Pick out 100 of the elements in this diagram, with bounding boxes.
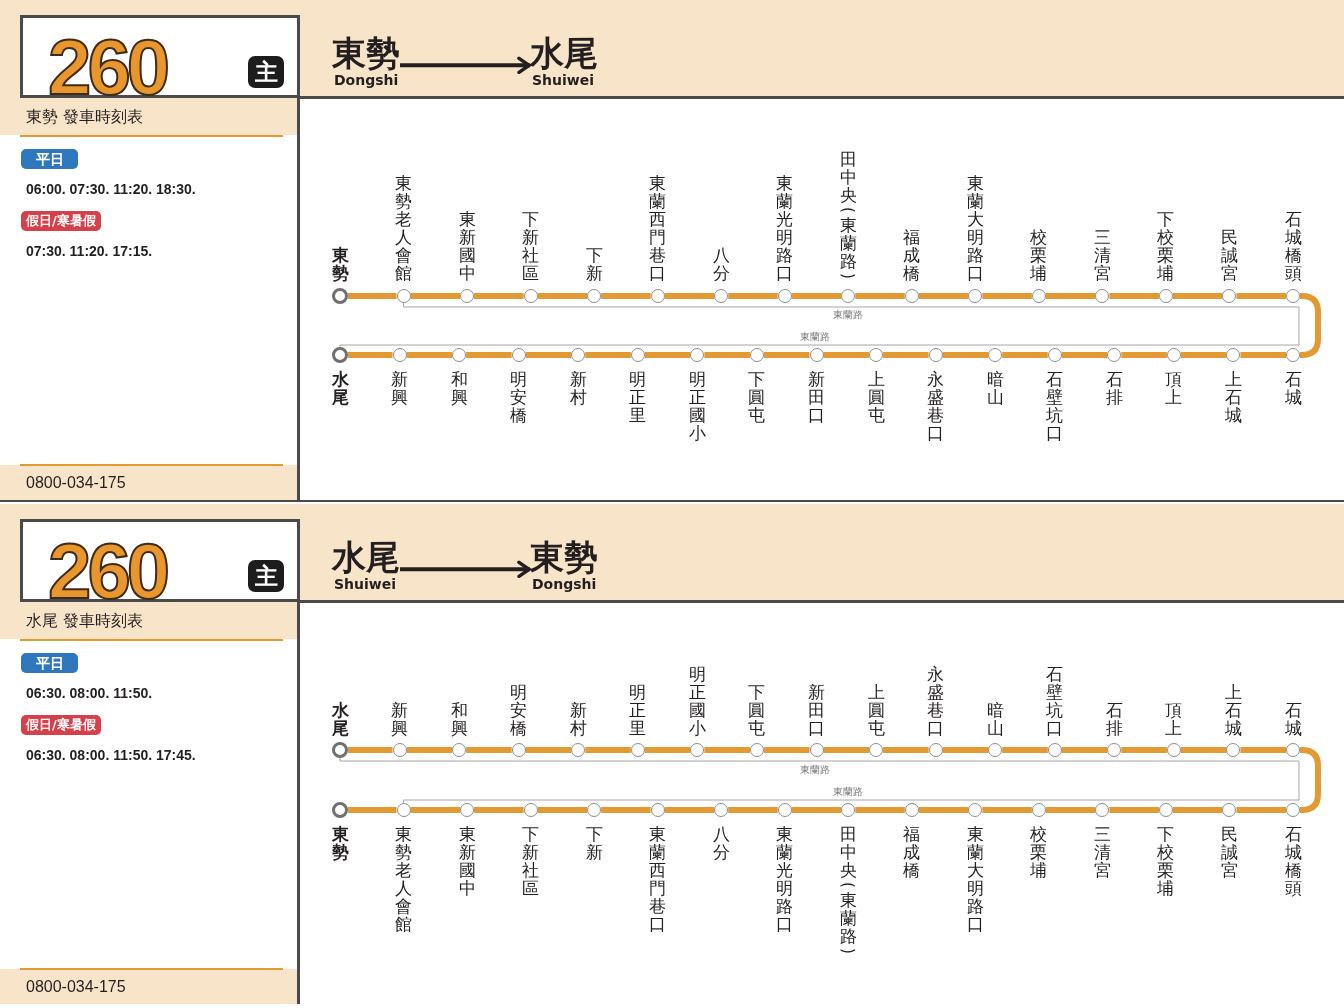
road-name: 東蘭路 <box>800 764 830 776</box>
route-line <box>1121 352 1167 358</box>
stop-name: 上圓屯 <box>866 683 886 737</box>
stop-name: 東蘭光明路口 <box>775 174 795 282</box>
route-line <box>855 293 905 299</box>
route-line <box>883 352 929 358</box>
stop-marker <box>650 289 665 303</box>
route-line <box>855 807 905 813</box>
stop-name: 東勢 <box>330 246 350 282</box>
stop-name: 石城 <box>1283 701 1303 737</box>
stop-name: 水尾 <box>330 370 350 406</box>
stop-marker <box>1226 348 1241 362</box>
route-line <box>537 807 588 813</box>
stop-marker <box>714 803 729 817</box>
stop-name: 新興 <box>390 701 410 737</box>
stop-marker <box>841 289 856 303</box>
stop-name: 新村 <box>568 370 588 406</box>
day-type-tag: 假日/寒暑假 <box>21 715 101 735</box>
route-line <box>410 807 461 813</box>
route-line <box>474 807 524 813</box>
stop-name: 八分 <box>711 825 731 861</box>
route-line <box>406 747 453 753</box>
route-line <box>1299 747 1321 813</box>
stop-marker <box>396 289 411 303</box>
stop-name: 水尾 <box>330 701 350 737</box>
stop-marker <box>1107 348 1122 362</box>
stop-marker <box>1166 348 1181 362</box>
route-line <box>1180 352 1227 358</box>
stop-name: 暗山 <box>985 701 1005 737</box>
stop-marker <box>523 289 538 303</box>
stop-name: 上圓屯 <box>866 370 886 424</box>
route-line <box>1240 352 1286 358</box>
route-line <box>763 747 810 753</box>
stop-name: 暗山 <box>985 370 1005 406</box>
stop-marker <box>749 348 764 362</box>
route-line <box>1299 293 1321 358</box>
stop-marker <box>690 743 705 757</box>
route-line <box>982 293 1032 299</box>
stop-name: 石壁坑口 <box>1045 665 1065 737</box>
stop-name: 明安橋 <box>509 370 529 424</box>
stop-name: 東蘭西門巷口 <box>648 825 668 933</box>
stop-marker <box>690 348 705 362</box>
section-heading-band: 水尾 發車時刻表 <box>0 602 297 639</box>
stop-name: 石排 <box>1104 370 1124 406</box>
stop-marker <box>392 743 407 757</box>
stop-marker <box>968 289 983 303</box>
route-line <box>823 352 870 358</box>
stop-marker <box>587 803 602 817</box>
stop-marker <box>749 743 764 757</box>
stop-name: 東勢 <box>330 825 350 861</box>
stop-marker <box>1047 743 1062 757</box>
route-line <box>466 747 512 753</box>
route-line <box>474 293 524 299</box>
departure-times: 07:30. 11:20. 17:15. <box>26 243 153 259</box>
stop-marker <box>1222 803 1237 817</box>
route-line <box>410 293 461 299</box>
route-line <box>1002 352 1048 358</box>
terminal-heading: 東勢 Dongshi <box>530 538 598 593</box>
stop-marker <box>460 803 475 817</box>
stop-marker <box>1095 803 1110 817</box>
stop-name: 上石城 <box>1223 370 1243 424</box>
stop-name: 民誠宮 <box>1219 825 1239 879</box>
route-line <box>348 352 393 358</box>
stop-name: 東蘭大明路口 <box>965 825 985 933</box>
stop-name: 新田口 <box>807 370 826 424</box>
stop-marker <box>1047 348 1062 362</box>
stop-name: 東蘭光明路口 <box>775 825 795 933</box>
stop-name: 明安橋 <box>509 683 529 737</box>
stop-name: 和興 <box>449 701 469 737</box>
route-line <box>348 747 393 753</box>
stop-marker <box>1095 289 1110 303</box>
stop-name: 下圓屯 <box>747 683 767 737</box>
route-line <box>1236 807 1286 813</box>
route-line <box>585 352 631 358</box>
route-number: 260 <box>48 38 167 96</box>
stop-name: 下校栗埔 <box>1156 210 1176 282</box>
stop-marker <box>869 743 884 757</box>
stop-marker <box>392 348 407 362</box>
stop-marker <box>809 348 824 362</box>
stop-marker <box>777 803 792 817</box>
section-heading-band: 東勢 發車時刻表 <box>0 98 297 135</box>
departure-times: 06:30. 08:00. 11:50. 17:45. <box>26 747 196 763</box>
stop-name: 三清宮 <box>1092 228 1112 282</box>
stop-marker <box>1158 289 1173 303</box>
stop-marker <box>396 803 411 817</box>
stop-name: 石城橋頭 <box>1283 825 1303 897</box>
stop-marker <box>809 743 824 757</box>
route-line <box>601 807 651 813</box>
arrow <box>400 56 531 75</box>
route-line <box>406 352 453 358</box>
terminal-stop-marker <box>332 742 348 758</box>
stop-marker <box>714 289 729 303</box>
stop-marker <box>452 348 467 362</box>
phone-number-band: 0800-034-175 <box>0 465 297 500</box>
stop-marker <box>1226 743 1241 757</box>
route-line <box>644 352 691 358</box>
route-line <box>728 293 778 299</box>
route-line <box>664 293 715 299</box>
stop-name: 東新國中 <box>457 210 477 282</box>
stop-name: 田中央(東蘭路) <box>838 825 858 956</box>
